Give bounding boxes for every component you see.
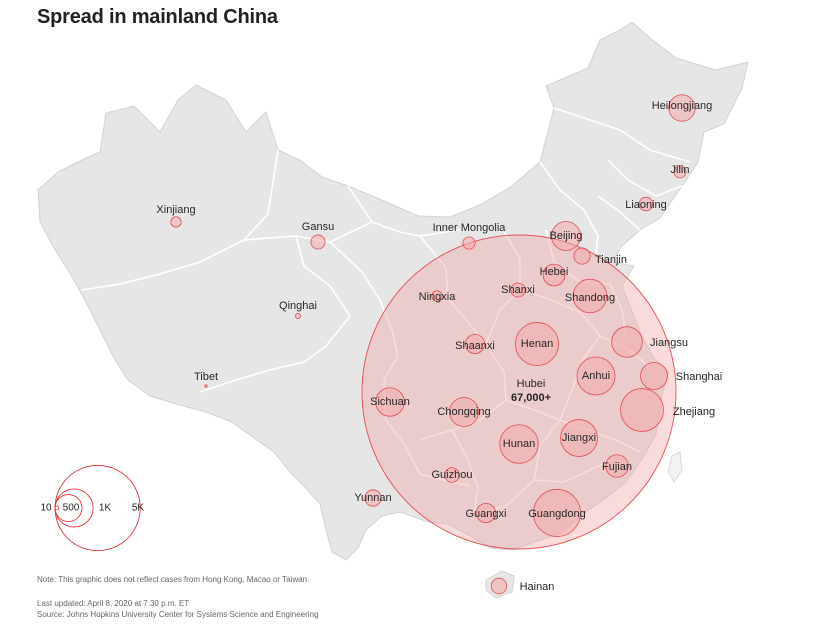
bubble-ningxia[interactable] bbox=[431, 290, 443, 302]
label-henan: Henan bbox=[521, 338, 553, 350]
bubble-guizhou[interactable] bbox=[444, 467, 460, 483]
label-hainan: Hainan bbox=[520, 581, 555, 593]
label-jilin: Jilin bbox=[671, 164, 690, 176]
legend-label-1k: 1K bbox=[99, 503, 112, 514]
bubble-hainan[interactable] bbox=[490, 577, 508, 595]
label-shaanxi: Shaanxi bbox=[455, 340, 495, 352]
label-hubei: Hubei bbox=[517, 378, 546, 390]
case-bubbles bbox=[170, 94, 696, 595]
bubble-qinghai[interactable] bbox=[295, 313, 301, 319]
label-inner-mongolia: Inner Mongolia bbox=[433, 222, 507, 234]
value-hubei: 67,000+ bbox=[511, 392, 551, 404]
bubble-beijing[interactable] bbox=[551, 221, 581, 251]
bubble-gansu[interactable] bbox=[310, 234, 326, 250]
last-updated: Last updated: April 8, 2020 at 7:30 p.m.… bbox=[37, 599, 190, 608]
bubble-jiangxi[interactable] bbox=[560, 419, 598, 457]
label-qinghai: Qinghai bbox=[279, 300, 317, 312]
bubble-shanghai[interactable] bbox=[640, 362, 668, 390]
size-legend: 10 500 1K 5K bbox=[40, 464, 145, 552]
bubble-hubei[interactable] bbox=[361, 234, 677, 550]
bubble-guangdong[interactable] bbox=[533, 489, 581, 537]
bubble-fujian[interactable] bbox=[605, 454, 629, 478]
label-jiangsu: Jiangsu bbox=[650, 337, 688, 349]
data-source: Source: Johns Hopkins University Center … bbox=[37, 610, 319, 619]
label-hebei: Hebei bbox=[540, 266, 569, 278]
bubble-shandong[interactable] bbox=[572, 278, 608, 314]
label-xinjiang: Xinjiang bbox=[156, 204, 195, 216]
label-hunan: Hunan bbox=[503, 438, 535, 450]
label-fujian: Fujian bbox=[602, 461, 632, 473]
label-beijing: Beijing bbox=[549, 230, 582, 242]
bubble-henan[interactable] bbox=[515, 322, 559, 366]
bubble-yunnan[interactable] bbox=[364, 489, 382, 507]
label-tianjin: Tianjin bbox=[595, 254, 627, 266]
bubble-anhui[interactable] bbox=[576, 356, 616, 396]
label-ningxia: Ningxia bbox=[419, 291, 457, 303]
bubble-shaanxi[interactable] bbox=[464, 333, 486, 355]
label-guangdong: Guangdong bbox=[528, 508, 586, 520]
bubble-guangxi[interactable] bbox=[475, 502, 497, 524]
bubble-xinjiang[interactable] bbox=[170, 216, 182, 228]
legend-label-500: 500 bbox=[63, 503, 80, 514]
legend-circle-10 bbox=[54, 505, 60, 511]
label-shandong: Shandong bbox=[565, 292, 615, 304]
bubble-zhejiang[interactable] bbox=[620, 388, 664, 432]
map-title: Spread in mainland China bbox=[37, 6, 278, 28]
bubble-tianjin[interactable] bbox=[573, 247, 591, 265]
taiwan-island bbox=[667, 451, 683, 483]
bubble-liaoning[interactable] bbox=[638, 196, 654, 212]
label-guangxi: Guangxi bbox=[466, 508, 507, 520]
bubble-sichuan[interactable] bbox=[375, 387, 405, 417]
bubble-jilin[interactable] bbox=[673, 165, 687, 179]
bubble-tibet[interactable] bbox=[204, 384, 208, 388]
label-guizhou: Guizhou bbox=[432, 469, 473, 481]
label-yunnan: Yunnan bbox=[354, 492, 391, 504]
bubble-hebei[interactable] bbox=[542, 263, 566, 287]
legend-label-5k: 5K bbox=[132, 503, 145, 514]
label-chongqing: Chongqing bbox=[437, 406, 490, 418]
footnote-coverage: Note: This graphic does not reflect case… bbox=[37, 575, 310, 584]
label-tibet: Tibet bbox=[194, 371, 218, 383]
label-gansu: Gansu bbox=[302, 221, 334, 233]
label-anhui: Anhui bbox=[582, 370, 610, 382]
bubble-hunan[interactable] bbox=[499, 424, 539, 464]
label-jiangxi: Jiangxi bbox=[562, 432, 596, 444]
bubble-shanxi[interactable] bbox=[510, 282, 526, 298]
bubble-heilongjiang[interactable] bbox=[668, 94, 696, 122]
legend-label-10: 10 bbox=[40, 503, 52, 514]
bubble-inner-mongolia[interactable] bbox=[462, 236, 476, 250]
label-shanxi: Shanxi bbox=[501, 284, 535, 296]
bubble-chongqing[interactable] bbox=[449, 397, 479, 427]
bubble-jiangsu[interactable] bbox=[611, 326, 643, 358]
label-shanghai: Shanghai bbox=[676, 371, 723, 383]
label-heilongjiang: Heilongjiang bbox=[652, 100, 713, 112]
label-zhejiang: Zhejiang bbox=[673, 406, 715, 418]
label-liaoning: Liaoning bbox=[625, 199, 667, 211]
label-sichuan: Sichuan bbox=[370, 396, 410, 408]
